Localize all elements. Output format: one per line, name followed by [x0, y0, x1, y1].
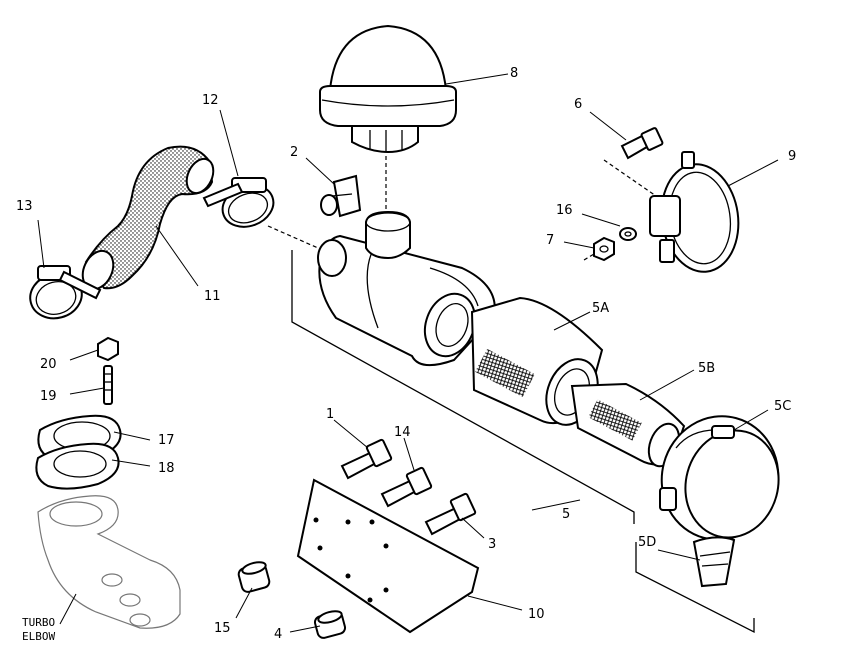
- callout-9: 9: [788, 149, 796, 164]
- callout-17: 17: [158, 433, 175, 448]
- callout-5b: 5B: [698, 361, 715, 376]
- turbo-label-line2: ELBOW: [22, 630, 55, 643]
- bolt-6-part: [620, 127, 664, 160]
- callout-5: 5: [562, 507, 570, 522]
- callout-14: 14: [394, 425, 411, 440]
- turbo-label-line1: TURBO: [22, 616, 55, 629]
- intake-hose-part: [81, 145, 215, 291]
- callout-12: 12: [202, 93, 219, 108]
- callout-3: 3: [488, 537, 496, 552]
- spacer-15-part: [237, 561, 271, 593]
- callout-13: 13: [16, 199, 33, 214]
- hose-clamp-upper-part: [202, 177, 275, 228]
- callout-1: 1: [326, 407, 334, 422]
- stud-19-part: [103, 365, 113, 405]
- nut-7-part: [593, 236, 615, 262]
- callout-11: 11: [204, 289, 221, 304]
- air-cleaner-housing-part: [317, 210, 496, 367]
- end-cover-part: [659, 415, 780, 541]
- fitting-part: [320, 174, 362, 218]
- clamp-assembly-line: [267, 225, 319, 249]
- item-5d-bracket: [635, 542, 755, 634]
- mounting-band-part: [649, 151, 740, 273]
- item-5-bracket: [291, 250, 635, 524]
- hose-clamp-lower-part: [29, 265, 102, 320]
- screw-1-part: [340, 438, 393, 480]
- turbo-elbow-reference: [37, 495, 181, 629]
- nut-20-part: [97, 336, 119, 362]
- precleaner-cap-part: [319, 24, 457, 154]
- callout-5d: 5D: [638, 535, 656, 550]
- spacer-4-part: [313, 610, 347, 639]
- nut-assembly-line: [583, 253, 595, 261]
- callout-5c: 5C: [774, 399, 791, 414]
- callout-8: 8: [510, 66, 518, 81]
- callout-20: 20: [40, 357, 57, 372]
- bolt-6-assembly-line: [603, 159, 657, 197]
- callout-5a: 5A: [592, 301, 609, 316]
- callout-7: 7: [546, 233, 554, 248]
- callout-2: 2: [290, 145, 298, 160]
- callout-15: 15: [214, 621, 231, 636]
- callout-4: 4: [274, 627, 282, 642]
- callout-16: 16: [556, 203, 573, 218]
- screw-14-part: [380, 466, 433, 508]
- callout-19: 19: [40, 389, 57, 404]
- callout-10: 10: [528, 607, 545, 622]
- callout-6: 6: [574, 97, 582, 112]
- vacuator-valve-part: [692, 536, 736, 588]
- gasket-18-part: [35, 442, 120, 490]
- safety-filter-element-part: [570, 382, 686, 468]
- washer-16-part: [619, 227, 637, 241]
- leader-lines: [37, 73, 779, 633]
- mounting-plate-part: [296, 478, 480, 634]
- callout-18: 18: [158, 461, 175, 476]
- screw-3-part: [424, 492, 477, 536]
